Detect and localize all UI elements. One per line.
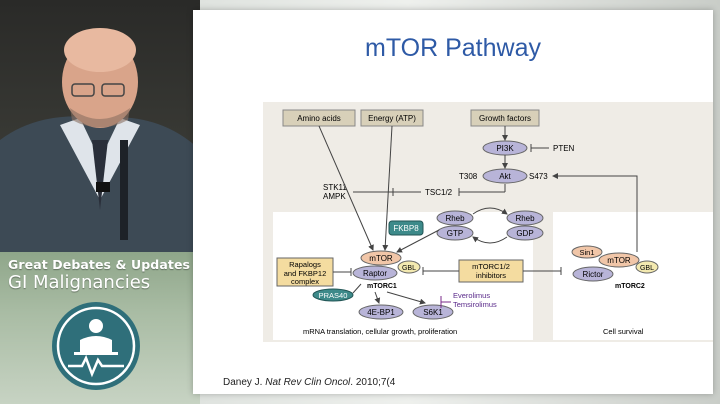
rapalogs-line3: complex (291, 277, 319, 286)
raptor-label: Raptor (363, 269, 387, 278)
pras40-node (312, 288, 354, 302)
conference-branding: Great Debates & Updates in GI Malignanci… (0, 252, 208, 404)
citation-suffix: . 2010;7(4 (350, 377, 396, 388)
sin1-label: Sin1 (579, 248, 594, 257)
fkbp8-node (388, 220, 424, 236)
citation-journal: Nat Rev Clin Oncol (265, 377, 351, 388)
tsc-label: TSC1/2 (425, 188, 453, 197)
branding-line2: GI Malignancies (8, 272, 151, 293)
mtor1-label: mTOR (369, 254, 393, 263)
rheb-gtp-label: Rheb (445, 214, 465, 223)
gtp-node (436, 225, 474, 241)
sin1-node (571, 245, 603, 259)
raptor-node (352, 265, 398, 281)
rapalogs-line1: Rapalogs (289, 260, 321, 269)
rheb-gdp-label: Rheb (515, 214, 535, 223)
fkbp8-label: FKBP8 (393, 224, 419, 233)
rheb-gdp-node (506, 210, 544, 226)
mtorc2-label: mTORC2 (615, 283, 645, 290)
amino-acids-label: Amino acids (297, 114, 341, 123)
rictor-label: Rictor (583, 270, 604, 279)
gbl2-node (635, 260, 659, 274)
mtor1-node (360, 250, 402, 266)
slide-title: mTOR Pathway (365, 34, 541, 62)
4ebp1-node (358, 304, 404, 320)
rictor-node (572, 266, 614, 282)
mtorc2-outcome-label: Cell survival (603, 327, 644, 336)
inhibitors-line2: inhibitors (476, 271, 506, 280)
akt-label: Akt (499, 172, 511, 181)
gbl2-label: GBL (640, 265, 654, 272)
rapalogs-line2: and FKBP12 (284, 269, 327, 278)
branding-line1: Great Debates & Updates in (8, 257, 208, 272)
gbl1-node (397, 260, 421, 274)
mtor-pathway-diagram: Amino acids Energy (ATP) Growth factors … (263, 102, 713, 342)
gtp-label: GTP (447, 229, 463, 238)
mtorc1-label: mTORC1 (367, 283, 397, 290)
rheb-gtp-node (436, 210, 474, 226)
temsirolimus-label: Temsirolimus (453, 300, 497, 309)
s6k1-node (412, 304, 454, 320)
mtorc1-outcome-label: mRNA translation, cellular growth, proli… (303, 327, 457, 336)
pi3k-label: PI3K (496, 144, 514, 153)
gdp-label: GDP (516, 229, 533, 238)
stk11-label: STK11 (323, 183, 347, 192)
inhibitors-line1: mTORC1/2 (472, 262, 510, 271)
energy-label: Energy (ATP) (368, 114, 416, 123)
presentation-slide: mTOR Pathway Amino acids Energy (ATP) Gr… (193, 10, 713, 394)
s6k1-label: S6K1 (423, 308, 443, 317)
growth-factors-label: Growth factors (479, 114, 531, 123)
gdp-node (506, 225, 544, 241)
pras40-label: PRAS40 (319, 291, 348, 300)
everolimus-label: Everolimus (453, 291, 490, 300)
t308-label: T308 (459, 172, 478, 181)
ampk-label: AMPK (323, 192, 346, 201)
mtor2-label: mTOR (607, 256, 631, 265)
citation-prefix: Daney J. (223, 377, 266, 388)
citation: Daney J. Nat Rev Clin Oncol. 2010;7(4 (223, 377, 395, 388)
s473-label: S473 (529, 172, 548, 181)
pten-label: PTEN (553, 144, 575, 153)
4ebp1-label: 4E-BP1 (367, 308, 395, 317)
person-heartbeat-icon (52, 302, 140, 390)
gbl1-label: GBL (402, 265, 416, 272)
mtor2-node (598, 252, 640, 268)
speaker-figure (0, 28, 200, 260)
akt-node (482, 168, 528, 184)
